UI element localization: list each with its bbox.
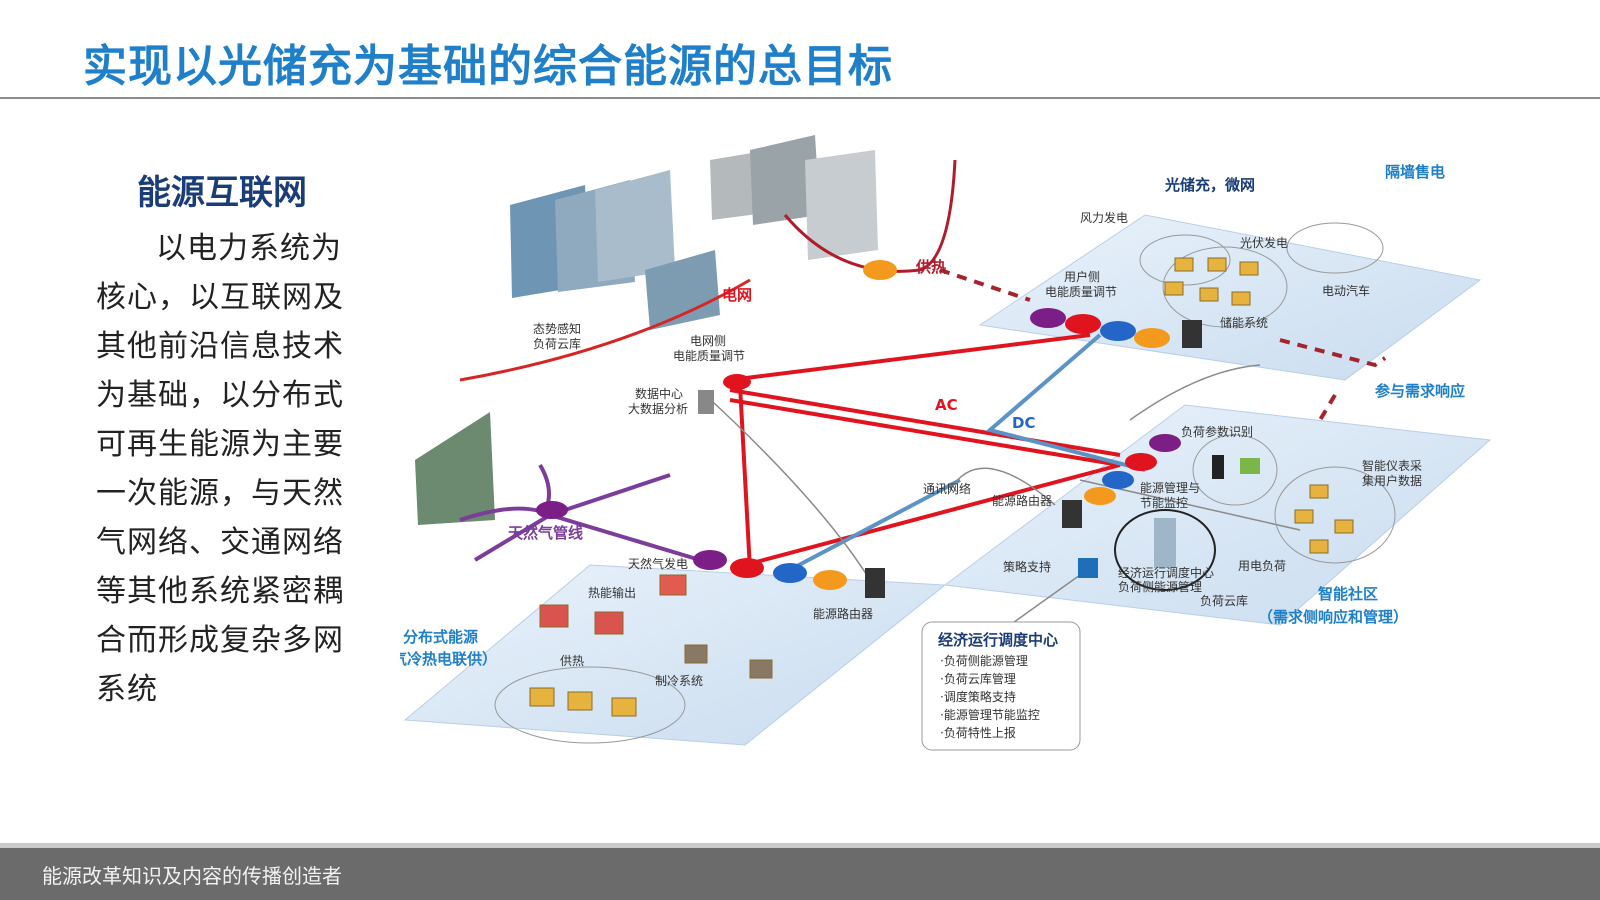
distributed-label-2: （燃气冷热电联供）	[400, 650, 497, 668]
load-cloud-label: 负荷云库	[1200, 593, 1248, 608]
heat-arc	[783, 159, 957, 273]
wall-sale-label: 隔墙售电	[1385, 163, 1445, 181]
router-bottom-label: 能源路由器	[813, 606, 873, 621]
dispatch-center-label-1: 经济运行调度中心	[1118, 565, 1214, 580]
title-divider	[0, 97, 1600, 99]
heat-dash	[939, 268, 1031, 302]
demand-dash	[1279, 338, 1387, 368]
dispatch-box-item-5: ·负荷特性上报	[940, 725, 1016, 740]
gas-pipeline-label: 天然气管线	[508, 524, 583, 542]
ac-label: AC	[935, 396, 958, 414]
demand-response-label: 参与需求响应	[1375, 382, 1465, 400]
smart-community-title: 智能社区	[1318, 585, 1378, 603]
gas-power-label: 天然气发电	[628, 556, 688, 571]
microgrid-title: 光储充，微网	[1164, 176, 1255, 194]
energy-mgmt-label-1: 能源管理与	[1140, 480, 1200, 495]
ac-lines	[729, 333, 1121, 571]
dispatch-box-item-4: ·能源管理节能监控	[940, 707, 1040, 722]
grid-arc	[459, 278, 751, 382]
dispatch-box-item-3: ·调度策略支持	[940, 689, 1016, 704]
grid-label: 电网	[722, 286, 752, 304]
grid-side-label-2: 电能质量调节	[673, 349, 745, 363]
grid-photos	[415, 135, 878, 525]
dc-lines	[779, 333, 1146, 577]
body-paragraph: 以电力系统为核心，以互联网及其他前沿信息技术为基础，以分布式可再生能源为主要一次…	[96, 231, 344, 707]
houses-ring	[1162, 246, 1288, 328]
smart-community-subtitle: （需求侧响应和管理）	[1258, 608, 1408, 626]
footer-divider	[0, 843, 1600, 848]
datacenter-label-1: 数据中心	[635, 386, 683, 401]
tower-ring	[1114, 509, 1216, 591]
grid-side-label-1: 电网侧	[690, 334, 726, 348]
user-side-label-1: 用户侧	[1064, 269, 1100, 284]
microgrid-platform	[978, 214, 1482, 381]
house-ring-distributed	[494, 666, 686, 744]
pv-ring	[1286, 222, 1384, 274]
dispatch-box-item-2: ·负荷云库管理	[940, 671, 1016, 686]
cooling-label: 制冷系统	[655, 674, 703, 688]
energy-internet-diagram: 电网 供热 AC DC 天然气管线 态势感知 负荷云库 电网侧 电能质量调节 数…	[400, 135, 1492, 751]
energy-units	[536, 260, 1181, 590]
dispatch-box-title: 经济运行调度中心	[938, 631, 1058, 649]
comm-network-label: 通讯网络	[923, 481, 971, 496]
cloud-label-1: 态势感知	[533, 321, 581, 336]
dc-label: DC	[1012, 414, 1035, 432]
energy-mgmt-label-2: 节能监控	[1140, 496, 1188, 510]
section-heading: 能源互联网	[137, 173, 307, 213]
distributed-label-1: 分布式能源	[403, 628, 478, 646]
footer-text: 能源改革知识及内容的传播创造者	[42, 864, 342, 888]
house-icons	[529, 257, 1354, 717]
wind-label: 风力发电	[1080, 210, 1128, 225]
footer-bar	[0, 848, 1600, 900]
heat-supply-label: 供热	[560, 654, 584, 668]
demand-dash-2	[1318, 393, 1337, 422]
dispatch-center-label-2: 负荷侧能源管理	[1118, 579, 1202, 594]
meter-ring	[1192, 434, 1278, 506]
load-param-label: 负荷参数识别	[1181, 424, 1253, 439]
house-ring-community	[1274, 466, 1396, 564]
strategy-label: 策略支持	[1003, 559, 1051, 574]
cloud-label-2: 负荷云库	[533, 336, 581, 351]
microgrid-ring	[1139, 234, 1231, 286]
dispatch-center-box: 经济运行调度中心 ·负荷侧能源管理 ·负荷云库管理 ·调度策略支持 ·能源管理节…	[921, 621, 1081, 751]
server-devices	[698, 320, 1260, 598]
energy-router-label: 能源路由器	[992, 493, 1052, 508]
storage-label: 储能系统	[1220, 315, 1268, 330]
heat-output-label: 热能输出	[588, 585, 636, 600]
electric-load-label: 用电负荷	[1238, 559, 1286, 573]
ev-label: 电动汽车	[1322, 283, 1370, 298]
smart-meter-label-2: 集用户数据	[1362, 473, 1422, 488]
heat-label: 供热	[915, 258, 946, 276]
dispatch-box-item-1: ·负荷侧能源管理	[940, 653, 1028, 668]
gas-pipeline	[459, 463, 701, 562]
smart-meter-label-1: 智能仪表采	[1362, 458, 1422, 473]
pv-label: 光伏发电	[1240, 235, 1288, 250]
datacenter-label-2: 大数据分析	[628, 401, 688, 416]
user-side-label-2: 电能质量调节	[1045, 285, 1117, 299]
slide-title: 实现以光储充为基础的综合能源的总目标	[83, 41, 893, 92]
